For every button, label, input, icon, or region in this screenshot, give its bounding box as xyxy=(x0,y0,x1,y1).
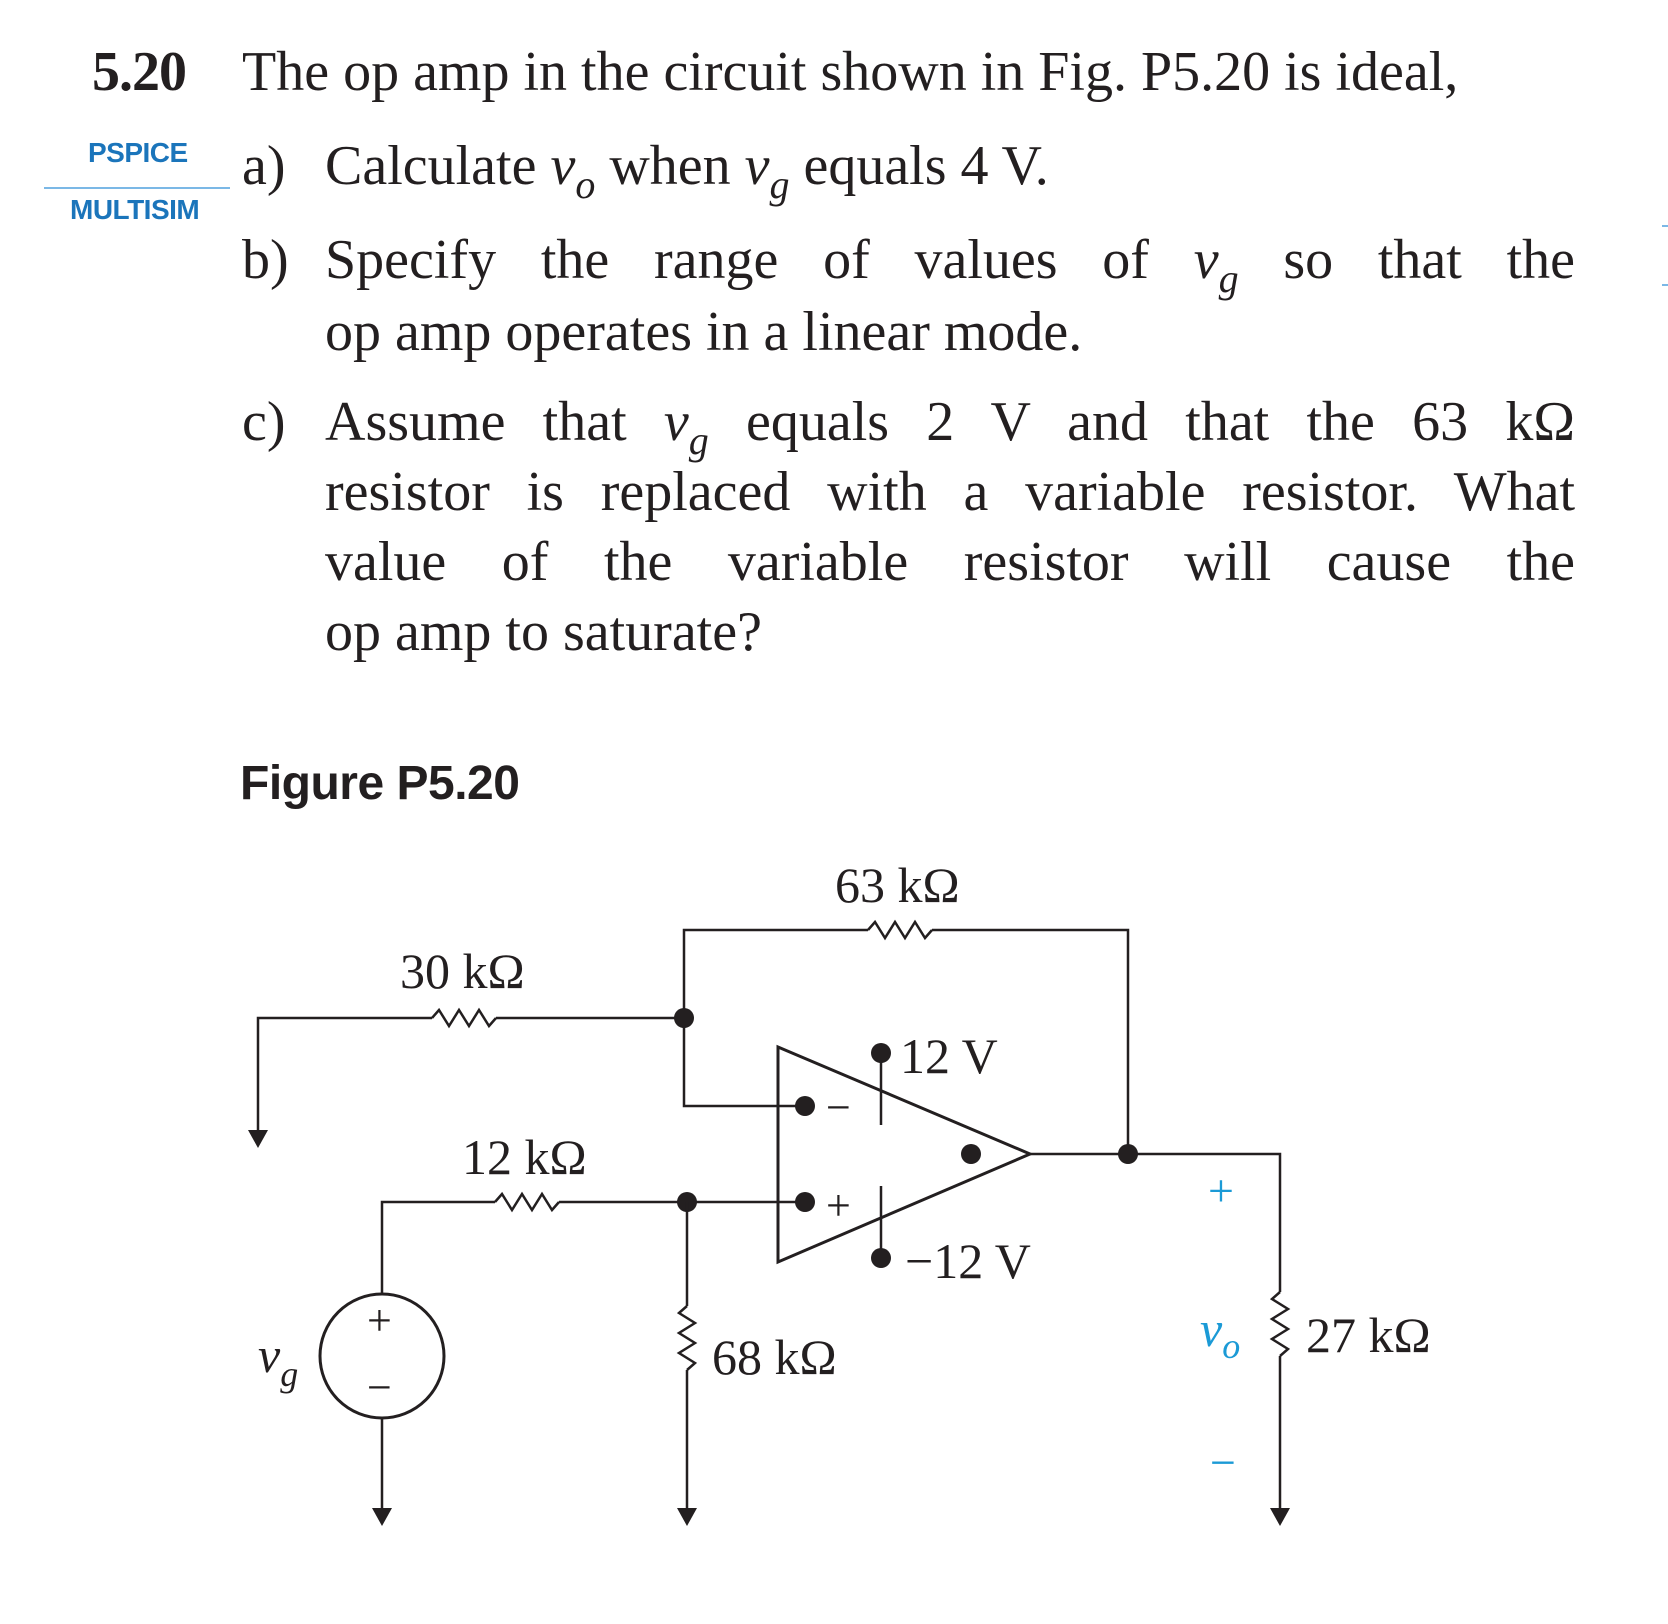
part-a-line-1: Calculate vo when vg equals 4 V. xyxy=(325,135,1049,207)
r30-resistor-zigzag xyxy=(431,1007,497,1029)
terminal-noninverting xyxy=(795,1192,815,1212)
ground-arrow-source xyxy=(372,1508,392,1526)
r27-resistor-zigzag xyxy=(1269,1291,1291,1357)
problem-intro: The op amp in the circuit shown in Fig. … xyxy=(242,41,1459,103)
part-c-line-3: value of the variable resistor will caus… xyxy=(325,531,1575,593)
part-c-line-1: Assume that vg equals 2 V and that the 6… xyxy=(325,391,1575,463)
output-wire xyxy=(1030,1152,1282,1292)
r12-label: 12 kΩ xyxy=(462,1129,587,1185)
multisim-tag: MULTISIM xyxy=(70,194,200,225)
source-minus: − xyxy=(367,1363,392,1412)
pos-supply-label: 12 V xyxy=(900,1028,998,1084)
op-amp-triangle xyxy=(776,1044,1034,1265)
neg-supply-terminal xyxy=(871,1248,891,1268)
source-top-wire xyxy=(380,1200,495,1294)
terminal-inverting xyxy=(795,1096,815,1116)
r63-label: 63 kΩ xyxy=(835,857,960,913)
part-c-label: c) xyxy=(242,391,286,453)
input-ground-wire xyxy=(256,1016,432,1130)
r68-resistor-zigzag xyxy=(676,1305,698,1371)
problem-number: 5.20 xyxy=(92,41,187,103)
figure-title: Figure P5.20 xyxy=(240,757,520,810)
feedback-wire xyxy=(682,928,868,1018)
op-amp-plus: + xyxy=(826,1181,851,1230)
part-a-label: a) xyxy=(242,135,286,197)
tag-divider xyxy=(44,187,230,189)
r30-label: 30 kΩ xyxy=(400,943,525,999)
output-minus: − xyxy=(1210,1437,1236,1488)
node-output xyxy=(1118,1144,1138,1164)
r27-label: 27 kΩ xyxy=(1306,1307,1431,1363)
r12-resistor-zigzag xyxy=(494,1191,560,1213)
neg-supply-label: −12 V xyxy=(905,1233,1031,1289)
node-inverting xyxy=(674,1008,694,1028)
ground-arrow-left xyxy=(248,1130,268,1148)
output-voltage-label: vo xyxy=(1200,1301,1240,1366)
r63-resistor-zigzag xyxy=(867,919,933,941)
part-b-label: b) xyxy=(242,229,289,291)
output-plus: + xyxy=(1208,1165,1234,1216)
source-label: vg xyxy=(258,1327,298,1394)
margin-mark xyxy=(1662,225,1668,227)
margin-mark xyxy=(1662,284,1668,286)
feedback-wire-right xyxy=(932,928,1130,1154)
op-amp-minus: − xyxy=(826,1083,851,1132)
part-c-line-2: resistor is replaced with a variable res… xyxy=(325,461,1575,523)
part-b-line-2: op amp operates in a linear mode. xyxy=(325,301,1083,363)
inverting-input-wire xyxy=(682,1018,805,1108)
pspice-tag: PSPICE xyxy=(88,137,188,168)
ground-arrow-mid xyxy=(677,1508,697,1526)
part-b-line-1: Specify the range of values of vg so tha… xyxy=(325,229,1575,301)
r68-label: 68 kΩ xyxy=(712,1329,837,1385)
source-plus: + xyxy=(367,1296,392,1345)
op-amp-output-terminal xyxy=(961,1144,981,1164)
pos-supply-terminal xyxy=(871,1043,891,1063)
part-c-line-4: op amp to saturate? xyxy=(325,601,762,663)
ground-arrow-right xyxy=(1270,1508,1290,1526)
